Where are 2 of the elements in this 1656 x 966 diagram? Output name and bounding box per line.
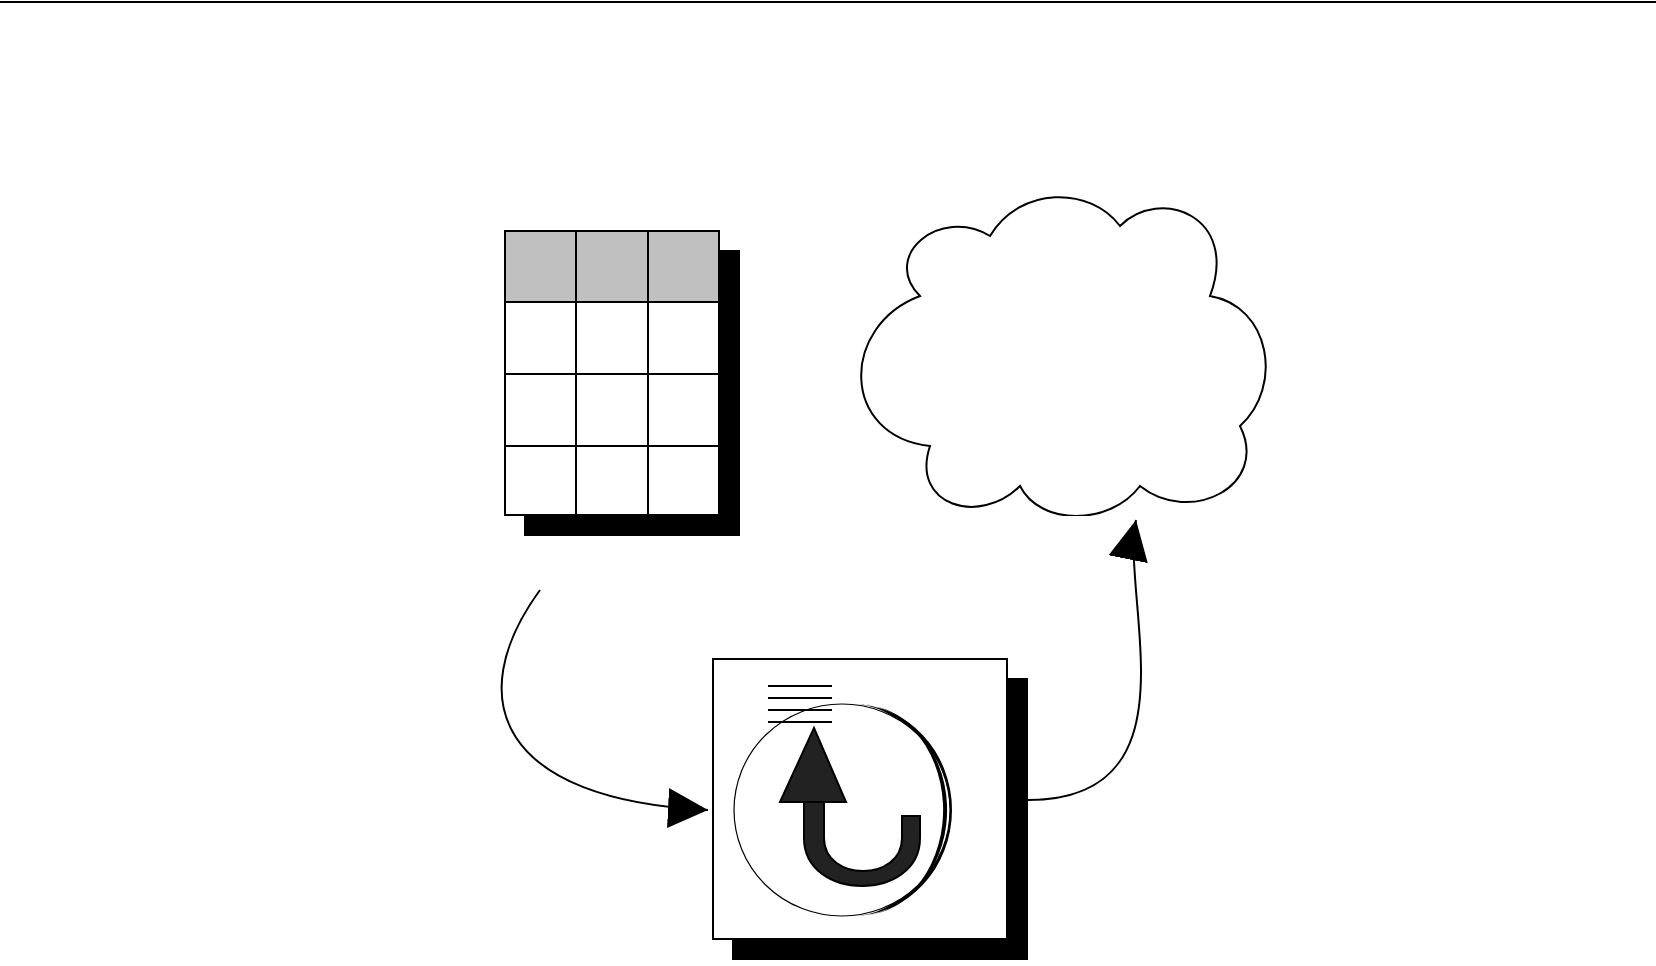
arrow	[500, 589, 709, 827]
arrow	[1027, 519, 1152, 801]
